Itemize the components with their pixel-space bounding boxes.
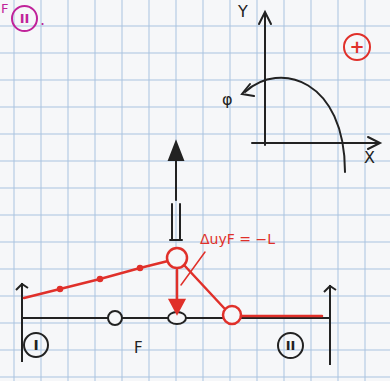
force-label: F — [1, 2, 8, 15]
deformed-shape — [24, 248, 322, 324]
displacement-label: ΔuyF = −L — [200, 232, 275, 246]
circled-label: II — [11, 5, 38, 32]
angle-label: φ — [222, 92, 233, 108]
axis-label: X — [364, 150, 375, 166]
period: . — [40, 12, 45, 28]
circled-label: II — [277, 332, 304, 359]
circle-text: II — [20, 12, 30, 25]
circle-text: II — [286, 339, 296, 352]
circle-text: I — [33, 338, 38, 352]
circled-label: I — [23, 332, 49, 358]
point-label: F — [134, 341, 143, 356]
axes — [242, 12, 380, 172]
circled-label: + — [343, 33, 371, 61]
axis-label: Y — [238, 4, 248, 20]
circle-text: + — [349, 38, 364, 56]
load-arrow — [169, 142, 183, 240]
